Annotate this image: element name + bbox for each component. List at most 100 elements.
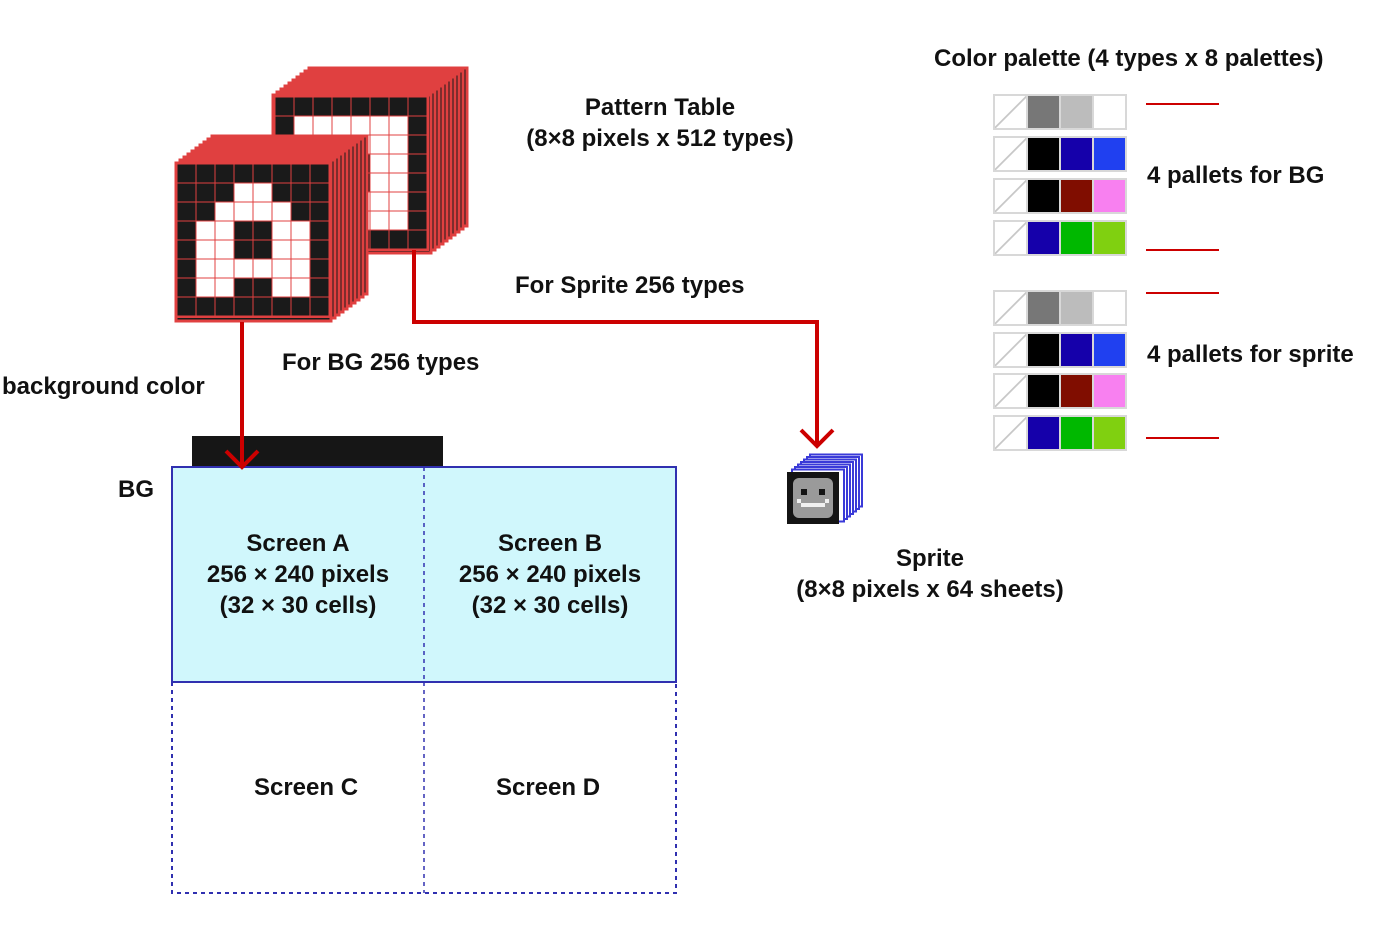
bg-palette-group-label: 4 pallets for BG [1147,162,1325,189]
sprite-title: Sprite [895,545,964,572]
arrow-bg-head [224,449,260,470]
pattern-table-title: Pattern Table [584,94,736,121]
screen-b-cells: (32 × 30 cells) [471,592,629,619]
screen-b-fill [424,467,676,682]
tile-pixel [195,182,216,203]
color-swatch [1026,414,1061,451]
color-swatch [1026,290,1061,326]
tile-pixel [214,258,235,279]
screen-cd-outline [171,682,677,894]
tile-pixel [293,115,314,136]
for-bg-label: For BG 256 types [282,349,480,376]
sprite-eye-right [819,489,825,495]
sprite-mouth-left [797,499,801,503]
tile-pixel [388,229,409,250]
arrow-sprite-head [799,428,835,449]
background-color-label: background color [2,373,205,400]
tile-pixel [195,163,216,184]
tile-pixel [407,115,428,136]
tile-pixel [388,153,409,174]
tile-pixel [233,201,254,222]
screen-d-name: Screen D [495,774,601,801]
tile-pixel [233,220,254,241]
bg-palette-row [993,220,1127,256]
color-swatch [1059,220,1094,256]
background-color-bar [192,436,443,468]
tile-pixel [350,96,371,117]
tile-pixel [309,163,330,184]
color-swatch [1092,94,1127,130]
sprite-palette-row [993,331,1127,368]
pattern-tile-bg [175,162,331,318]
bg-palette-row [993,94,1127,130]
tile-pixel [407,153,428,174]
tile-pixel [407,96,428,117]
tile-pixel [271,220,292,241]
tile-pixel [407,229,428,250]
tile-pixel [369,134,390,155]
tile-pixel [176,239,197,260]
transparent-swatch [993,373,1028,409]
sprite-subtitle: (8×8 pixels x 64 sheets) [796,576,1064,603]
tile-pixel [290,258,311,279]
tile-pixel [388,115,409,136]
color-swatch [1092,373,1127,409]
tile-pixel [252,220,273,241]
color-swatch [1059,373,1094,409]
sprite-eye-left [801,489,807,495]
pattern-table-subtitle: (8×8 pixels x 512 types) [526,125,794,152]
tile-pixel [195,296,216,317]
tile-pixel [407,134,428,155]
tile-pixel [271,296,292,317]
tile-pixel [331,96,352,117]
transparent-swatch [993,331,1028,368]
tile-pixel [176,163,197,184]
tile-pixel [388,96,409,117]
tile-pixel [252,163,273,184]
sprite-palette-group-label: 4 pallets for sprite [1147,341,1354,368]
tile-pixel [214,239,235,260]
sprite-palette-row [993,290,1127,326]
tile-pixel [271,258,292,279]
color-swatch [1092,178,1127,214]
tile-pixel [176,277,197,298]
tile-pixel [309,201,330,222]
color-swatch [1026,373,1061,409]
tile-pixel [214,296,235,317]
tile-pixel [233,258,254,279]
tile-pixel [195,239,216,260]
color-swatch [1059,136,1094,172]
transparent-swatch [993,290,1028,326]
tile-pixel [252,182,273,203]
color-swatch [1059,331,1094,368]
tile-pixel [407,210,428,231]
tile-pixel [312,96,333,117]
tile-pixel [274,115,295,136]
tile-pixel [388,172,409,193]
sprite-face [793,478,833,518]
screen-d: Screen D [420,682,676,893]
tile-pixel [252,201,273,222]
tile-pixel [350,115,371,136]
for-sprite-label: For Sprite 256 types [515,272,745,299]
bg-palette-row [993,136,1127,172]
screen-b: Screen B 256 × 240 pixels (32 × 30 cells… [424,467,676,682]
tile-pixel [369,229,390,250]
tile-pixel [309,239,330,260]
tile-pixel [176,220,197,241]
tile-pixel [252,258,273,279]
tile-pixel [195,201,216,222]
tile-pixel [309,220,330,241]
tile-pixel [233,296,254,317]
tile-pixel [233,277,254,298]
tile-pixel [388,210,409,231]
tile-pixel [309,277,330,298]
tile-pixel [195,277,216,298]
screen-a-cells: (32 × 30 cells) [219,592,377,619]
color-swatch [1026,331,1061,368]
screen-a-name: Screen A [246,530,350,557]
tile-pixel [309,296,330,317]
sprite-palette-row [993,373,1127,409]
tile-pixel [195,258,216,279]
